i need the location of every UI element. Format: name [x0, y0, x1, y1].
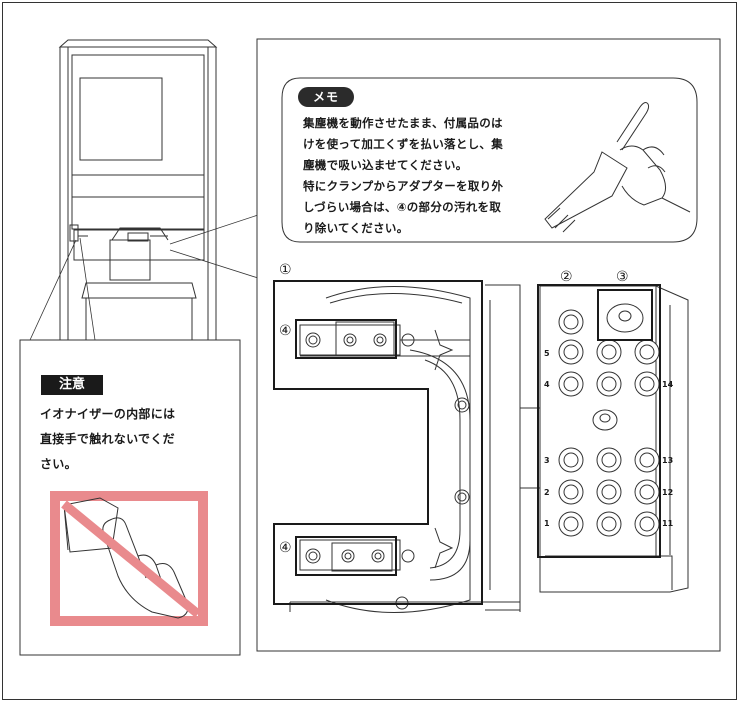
adapter-hole-inner [601, 376, 617, 392]
prohibit-slash [61, 500, 201, 618]
callout-4-bottom: ④ [279, 540, 292, 556]
adapter-hole-inner [563, 452, 579, 468]
slot-label-14: 14 [662, 380, 674, 389]
region-4-top-box [295, 319, 397, 359]
brush-hand-icon [544, 102, 691, 233]
caution-badge: 注意 [41, 375, 103, 395]
caution-line-3: さい。 [40, 457, 77, 471]
slot-label-12: 12 [662, 488, 674, 497]
callout-2: ② [560, 269, 573, 285]
adapter-hole-inner [601, 344, 617, 360]
region-2-box [537, 284, 661, 558]
adapter-hole-inner [601, 452, 617, 468]
caution-line-1: イオナイザーの内部には [40, 407, 176, 421]
memo-line-5: しづらい場合は、④の部分の汚れを取 [303, 200, 502, 214]
memo-badge: メモ [298, 87, 354, 107]
adapter-hole-inner [639, 484, 655, 500]
adapter-holes [558, 309, 660, 537]
slot-label-3: 3 [544, 456, 550, 465]
memo-line-4: 特にクランプからアダプターを取り外 [303, 179, 504, 193]
slot-label-2: 2 [544, 488, 550, 497]
adapter-center [592, 303, 644, 431]
clamp-illustration [289, 284, 540, 613]
milling-machine-illustration [58, 39, 218, 340]
slot-label-5: 5 [544, 349, 550, 358]
adapter-hole-inner [563, 516, 579, 532]
adapter-hole-inner [639, 516, 655, 532]
slot-label-11: 11 [662, 519, 674, 528]
adapter-hole-inner [639, 452, 655, 468]
adapter-hole-inner [563, 314, 579, 330]
adapter-hole-inner [639, 344, 655, 360]
memo-bubble [281, 77, 698, 243]
adapter-hole-inner [563, 344, 579, 360]
adapter-hole-inner [563, 376, 579, 392]
leader-lines [29, 214, 259, 341]
callout-4-top: ④ [279, 323, 292, 339]
memo-line-1: 集塵機を動作させたまま、付属品のは [303, 116, 503, 130]
caution-line-2: 直接手で触れないでくだ [40, 432, 175, 446]
region-4-bottom-box [295, 536, 397, 576]
callout-1: ① [279, 262, 292, 278]
slot-label-1: 1 [544, 519, 550, 528]
adapter-hole-inner [563, 484, 579, 500]
region-3-box [597, 289, 653, 341]
memo-line-2: けを使って加工くずを払い落とし、集 [303, 137, 504, 151]
adapter-hole-inner [601, 484, 617, 500]
callout-3: ③ [616, 269, 629, 285]
slot-label-13: 13 [662, 456, 674, 465]
memo-line-6: り除いてください。 [303, 221, 409, 235]
slot-label-4: 4 [544, 380, 550, 389]
adapter-hole-inner [639, 376, 655, 392]
memo-line-3: 塵機で吸い込ませてください。 [303, 158, 468, 172]
clamp-region-outline [273, 280, 483, 605]
adapter-hole-inner [601, 516, 617, 532]
